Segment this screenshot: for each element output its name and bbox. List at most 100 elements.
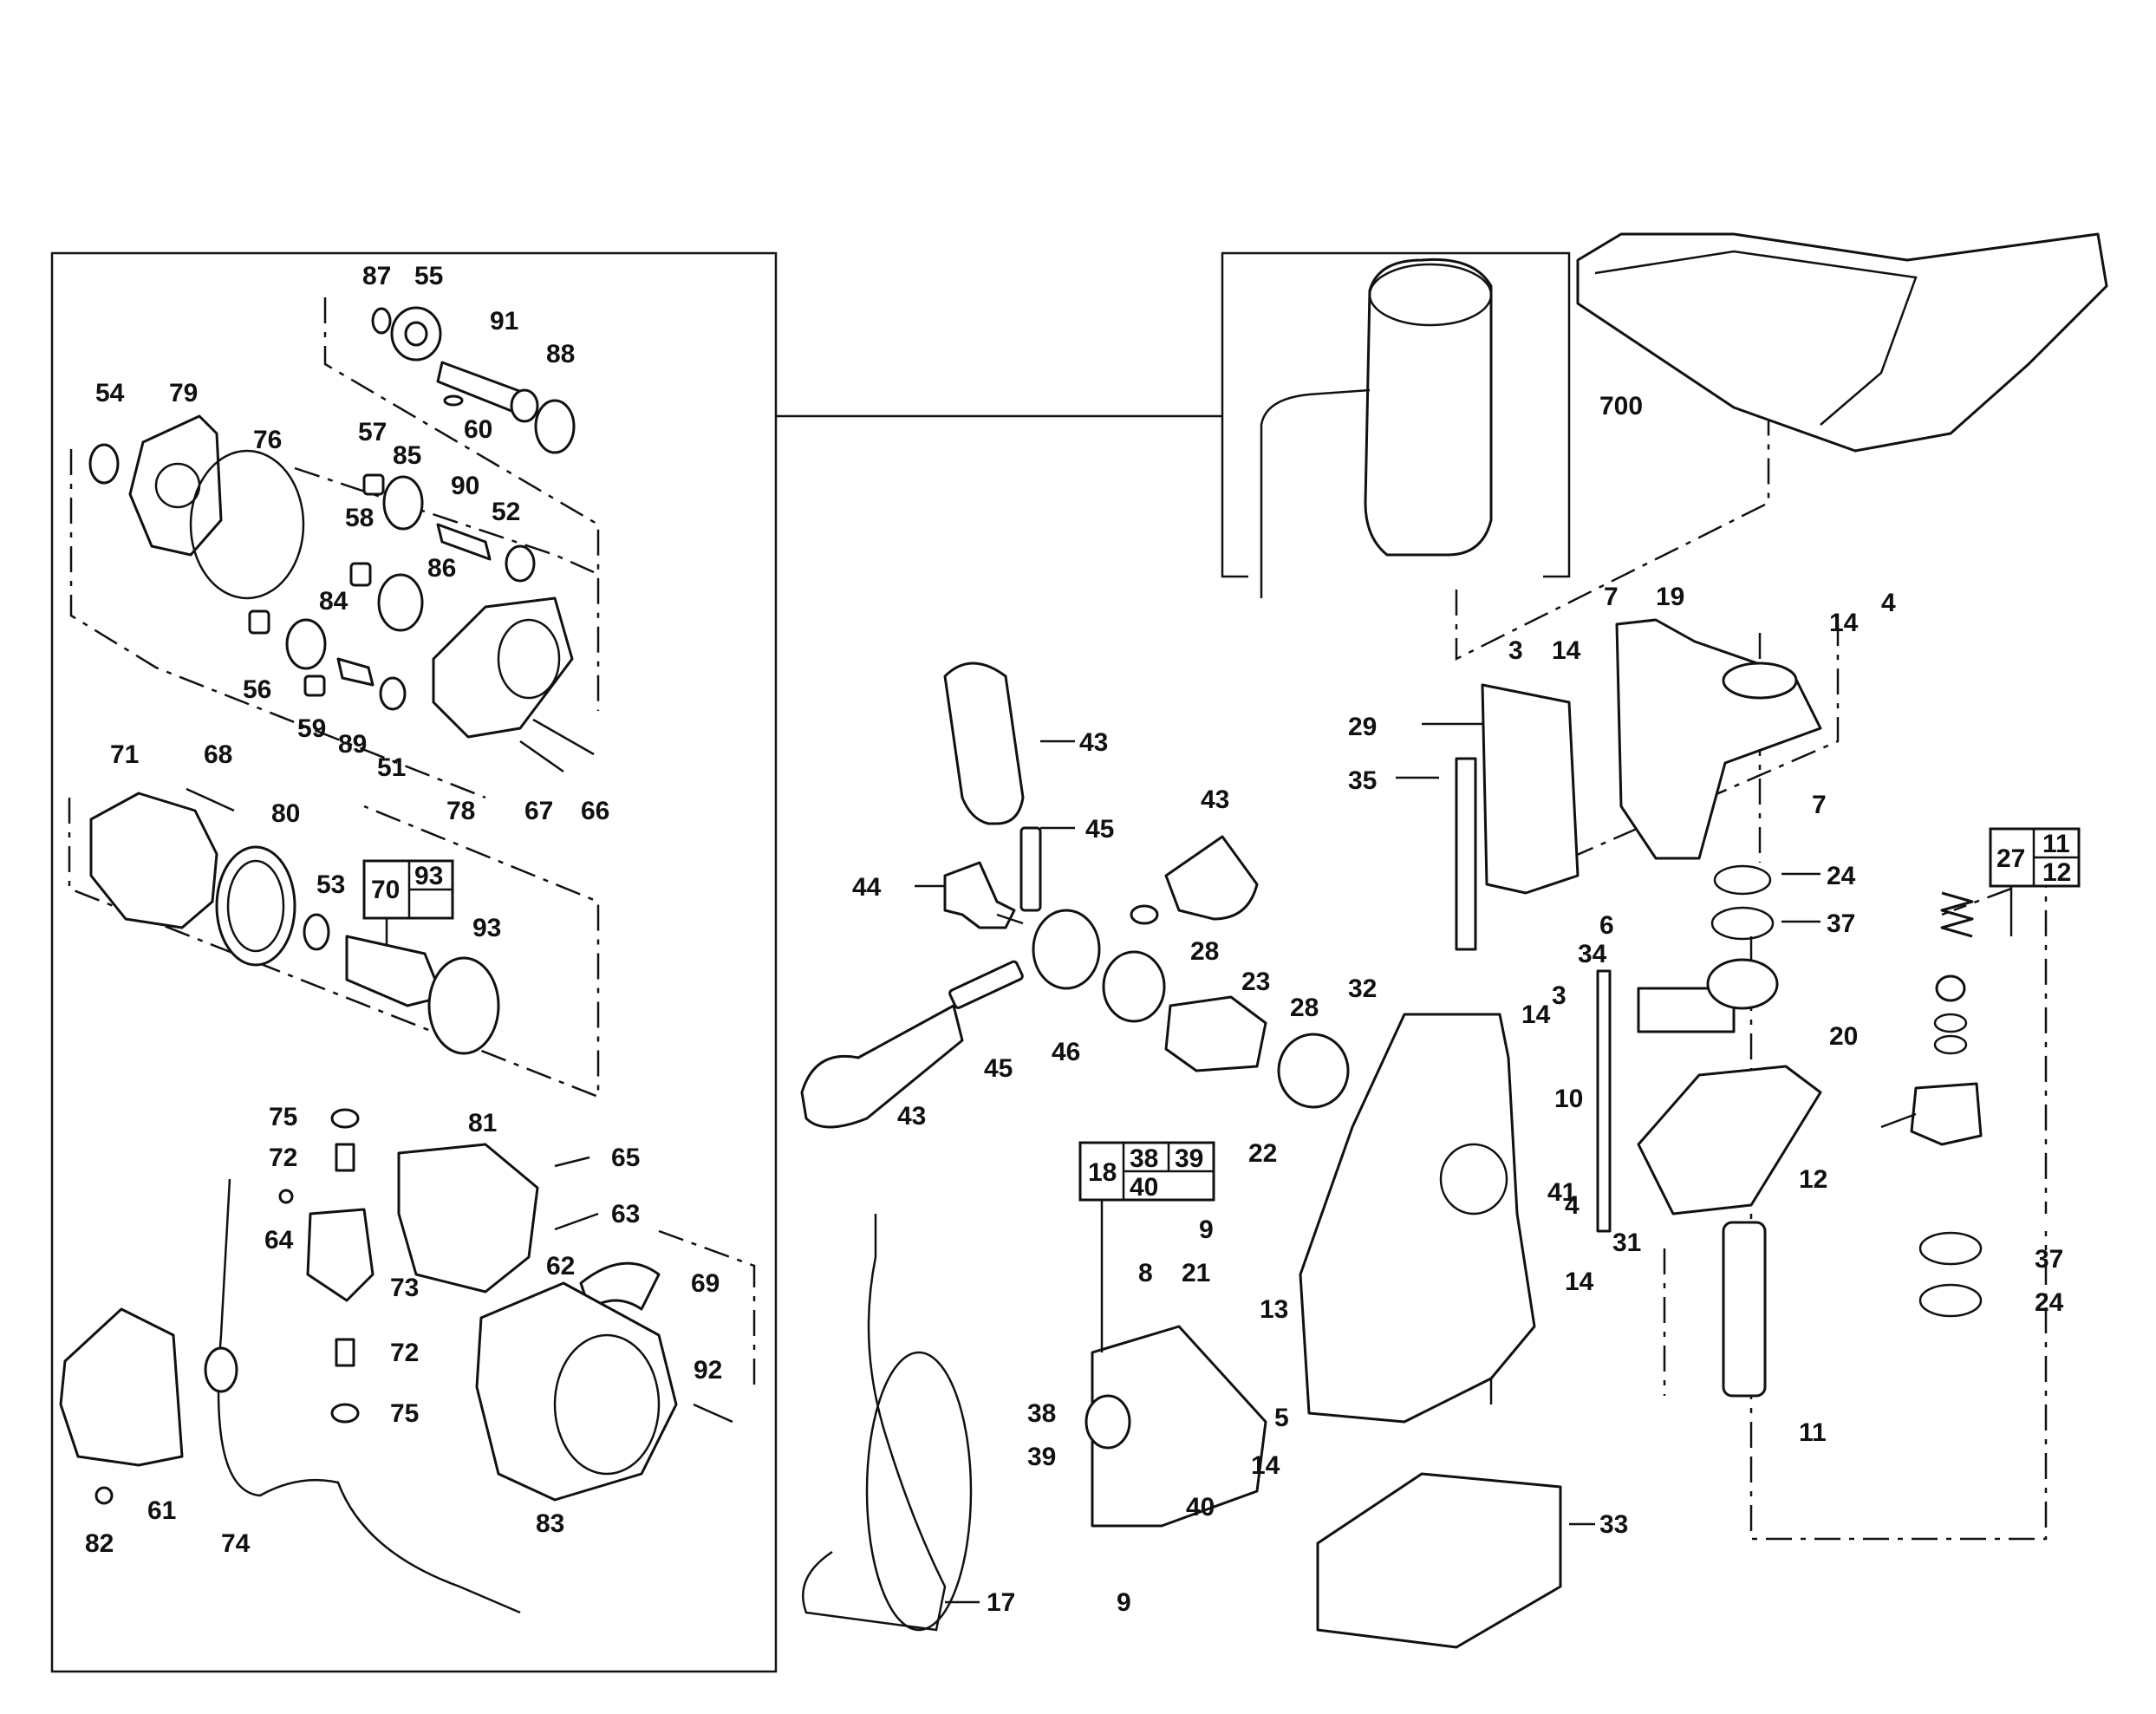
callout-label: 29 [1348,713,1377,741]
callout-label: 37 [1827,909,1855,938]
callout-label: 7 [1604,583,1619,611]
motor-cable-part [1260,388,1371,598]
leader-line [658,1229,756,1387]
callout-label: 14 [1829,609,1859,637]
callout-label: 71 [110,740,139,769]
callout-label: 41 [1547,1178,1576,1207]
callout-label: 46 [1052,1038,1080,1066]
bearing-inner-ring [404,321,428,347]
motor-assembly-frame [50,251,778,1673]
gear-part [377,573,424,632]
callout-label: 17 [987,1588,1015,1617]
callout-label: 80 [271,799,300,828]
bearing-part [303,913,330,951]
callout-label: 93 [472,914,501,942]
callout-label: 43 [897,1102,926,1131]
handle-bar-part [1019,826,1042,912]
intermediate-shaft-part [436,523,492,561]
needle-bearing-part [303,675,326,697]
callout-label: 64 [264,1226,294,1255]
callout-label: 9 [1117,1588,1131,1617]
brush-cap-part [330,1403,360,1424]
screw-part [532,718,595,756]
callout-label: 14 [1565,1268,1594,1296]
power-cable-part [802,1214,947,1632]
callout-label: 56 [243,675,271,704]
knob-part [1935,974,1966,1002]
wiring-harness-part [217,1178,521,1614]
callout-label: 700 [1599,392,1643,420]
callout-label: 3 [1552,981,1567,1010]
callout-label: 14 [1251,1451,1280,1480]
box-label: 93 [414,862,443,890]
callout-label: 72 [269,1144,297,1172]
switch-part [1085,1394,1131,1450]
callout-label: 43 [1201,785,1229,814]
screw-part [554,1156,590,1168]
callout-label: 86 [427,554,456,583]
pinion-part [336,657,375,687]
box-label: 39 [1175,1144,1203,1173]
callout-label: 33 [1599,1510,1628,1539]
callout-label: 59 [297,714,326,743]
gear-flange-part [128,414,223,557]
callout-label: 75 [390,1399,419,1428]
callout-label: 10 [1554,1085,1583,1113]
callout-label: 14 [1521,1000,1551,1029]
magnet-base-frame-part [1299,1013,1536,1424]
frame-bore [1439,1143,1508,1215]
callout-label: 24 [2035,1288,2064,1317]
leader-line [69,449,486,799]
callout-label: 5 [1274,1404,1289,1432]
gear-part [382,475,424,531]
bearing-part [505,544,536,583]
callout-label: 35 [1348,766,1377,795]
brush-holder-part [306,1208,375,1302]
handle-grip-part [943,661,1025,825]
callout-label: 14 [1552,636,1581,665]
callout-label: 8 [1138,1259,1153,1287]
callout-label: 75 [269,1103,297,1131]
callout-label: 61 [147,1496,176,1525]
leader-line [294,466,595,574]
slide-part [1481,683,1580,895]
box-label: 12 [2042,858,2071,887]
callout-label: 72 [390,1339,419,1367]
callout-label: 92 [694,1356,722,1385]
retaining-ring-part [1918,1231,1983,1266]
circlip-part [1933,1013,1968,1033]
electromagnet-part [1316,1472,1562,1649]
callout-label: 19 [1656,583,1684,611]
callout-label: 37 [2035,1245,2063,1274]
callout-label: 91 [490,307,518,336]
callout-label: 3 [1508,636,1523,665]
callout-label: 31 [1612,1228,1641,1257]
screw-part [554,1212,599,1231]
callout-label: 65 [611,1144,640,1172]
callout-label: 9 [1199,1215,1214,1244]
callout-label: 85 [393,441,421,470]
callout-label: 73 [390,1274,419,1302]
bushing-part [1102,950,1166,1023]
knob-stem [996,913,1024,925]
retaining-ring-part [1713,864,1772,896]
callout-label: 78 [446,797,475,825]
needle-bearing-part [362,473,385,496]
hub-part [1032,909,1101,990]
motor-housing-part [475,1281,678,1502]
rack-part [1455,757,1477,951]
callout-label: 7 [1812,791,1827,819]
circlip-part [1933,1034,1968,1055]
name-plate-part [579,1261,661,1311]
callout-label: 32 [1348,974,1377,1003]
armature-part [345,935,444,1007]
box-label: 27 [1996,844,2025,873]
callout-label: 67 [524,797,553,825]
callout-label: 44 [852,873,882,902]
carbon-brush-part [335,1143,355,1172]
callout-label: 89 [338,730,367,759]
callout-label: 57 [358,418,387,446]
box-label: 11 [2042,830,2070,858]
box-label: 38 [1130,1144,1158,1173]
